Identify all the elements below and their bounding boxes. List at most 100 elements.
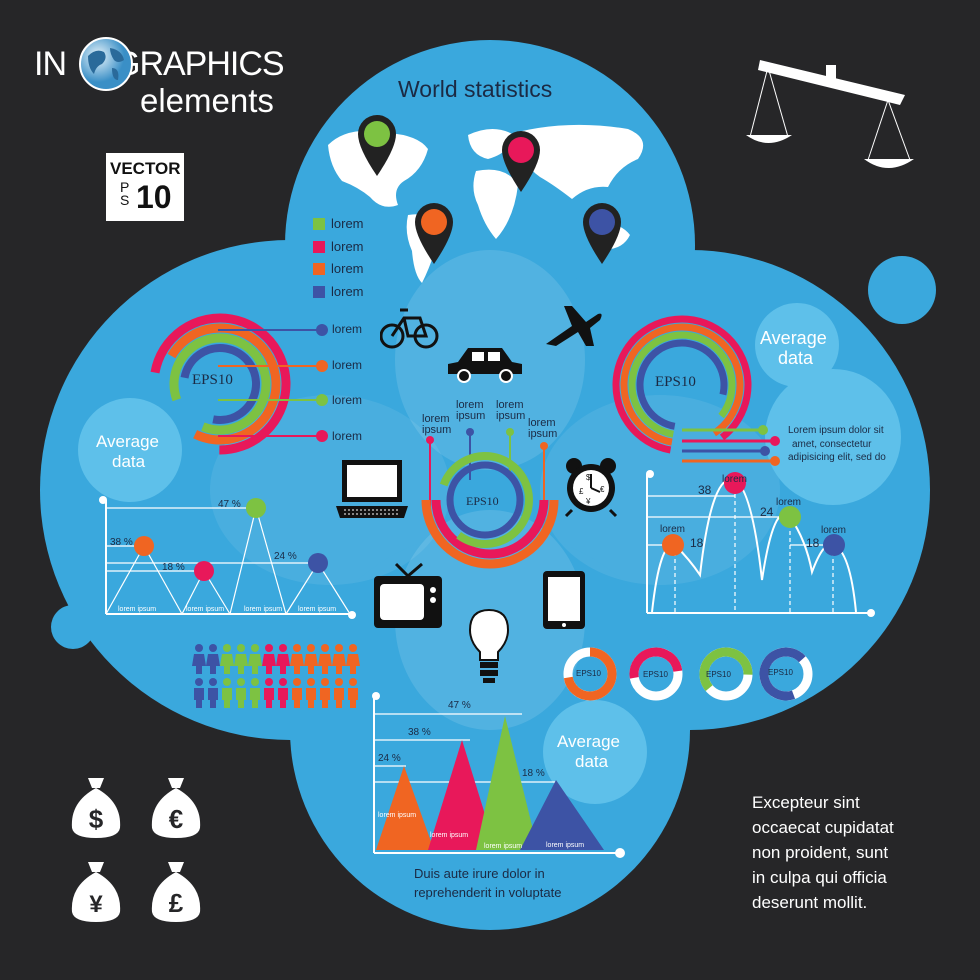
svg-text:€: € (600, 485, 605, 494)
svg-text:$: $ (89, 804, 104, 834)
donut-magenta (629, 647, 683, 701)
quote-line: occaecat cupidatat (752, 818, 894, 837)
left-average-label: data (112, 452, 146, 471)
bottom-note-line: reprehenderit in voluptate (414, 885, 562, 900)
triangle-caption: lorem ipsum (484, 843, 523, 850)
svg-text:€: € (169, 804, 183, 834)
svg-text:£: £ (169, 888, 184, 918)
wave-label: lorem (722, 474, 748, 485)
person-icon (194, 678, 204, 708)
money-bag-euro-icon: € (151, 778, 201, 838)
decor-dot-left (51, 605, 95, 649)
triangle-pct: 38 % (408, 727, 431, 738)
quote-line: non proident, sunt (752, 843, 889, 862)
bicycle-icon (380, 308, 439, 349)
left-ring-label: EPS10 (192, 372, 233, 388)
center-ring-caption: lorem ipsum (496, 399, 526, 422)
person-icon (332, 644, 346, 674)
triangle-caption: lorem ipsum (546, 842, 585, 849)
triangle-blue (520, 780, 604, 850)
person-icon (276, 644, 290, 674)
person-icon (320, 678, 330, 708)
left-ring-item: lorem (332, 322, 363, 336)
airplane-icon (546, 306, 602, 346)
donut-label: EPS10 (706, 670, 731, 679)
right-ring-label: EPS10 (655, 374, 696, 390)
left-ring-item: lorem (332, 393, 363, 407)
person-icon (278, 678, 288, 708)
vector-badge: VECTOR PS 10 (106, 153, 184, 221)
peak-pct: 18 % (162, 562, 185, 573)
person-icon (262, 644, 276, 674)
globe-icon (79, 37, 133, 91)
triangle-magenta (428, 740, 496, 850)
logo-subtitle: elements (140, 82, 274, 119)
right-desc-line: adipisicing elit, sed do (788, 452, 886, 463)
peak-caption: lorem ipsum (118, 606, 157, 613)
alarm-clock-icon: $ € £¥ (564, 458, 618, 518)
scale-icon (746, 60, 914, 168)
donut-blue (759, 647, 813, 701)
money-bag-dollar-icon: $ (71, 778, 121, 838)
person-icon (318, 644, 332, 674)
wave-value: 38 (698, 483, 712, 497)
person-icon (304, 644, 318, 674)
laptop-icon (336, 460, 408, 518)
money-bag-yen-icon: ¥ (71, 862, 121, 922)
person-icon (236, 678, 246, 708)
peak-caption: lorem ipsum (186, 606, 225, 613)
person-icon (264, 678, 274, 708)
peak-pct: 47 % (218, 499, 241, 510)
wave-value: 24 (760, 505, 774, 519)
world-title: World statistics (398, 76, 553, 102)
right-average-label: Average (760, 328, 827, 348)
svg-text:$: $ (586, 473, 591, 482)
right-desc-line: Lorem ipsum dolor sit (788, 425, 884, 436)
person-icon (250, 678, 260, 708)
pin-orange (415, 203, 453, 264)
peak-caption: lorem ipsum (244, 606, 283, 613)
center-ring-caption: lorem ipsum (456, 399, 486, 422)
bottom-average-label: data (575, 752, 609, 771)
donut-label: EPS10 (768, 668, 793, 677)
car-icon (448, 348, 522, 383)
quote-text: Excepteur sint occaecat cupidatat non pr… (752, 790, 894, 915)
left-ring-item: lorem (332, 358, 363, 372)
legend-item: lorem (331, 216, 364, 231)
person-icon (248, 644, 262, 674)
donut-label: EPS10 (643, 670, 668, 679)
tablet-icon (543, 571, 585, 629)
center-ring-caption: lorem ipsum (528, 417, 558, 440)
svg-text:£: £ (579, 487, 584, 496)
quote-line: in culpa qui officia (752, 868, 887, 887)
tv-icon (374, 562, 442, 628)
pin-blue (583, 203, 621, 264)
wave-label: lorem (821, 525, 847, 536)
wave-value: 18 (690, 536, 704, 550)
person-icon (208, 678, 218, 708)
donut-orange (563, 647, 617, 701)
svg-text:¥: ¥ (585, 497, 591, 506)
triangle-pct: 18 % (522, 768, 545, 779)
person-icon (290, 644, 304, 674)
donut-label: EPS10 (576, 669, 601, 678)
right-average-label: data (778, 348, 814, 368)
person-icon (222, 678, 232, 708)
decor-dot-right (868, 256, 936, 324)
quote-line: Excepteur sint (752, 793, 860, 812)
legend-item: lorem (331, 239, 364, 254)
wave-label: lorem (660, 524, 686, 535)
triangle-orange (376, 766, 434, 850)
person-icon (306, 678, 316, 708)
person-icon (206, 644, 220, 674)
peak-caption: lorem ipsum (298, 606, 337, 613)
